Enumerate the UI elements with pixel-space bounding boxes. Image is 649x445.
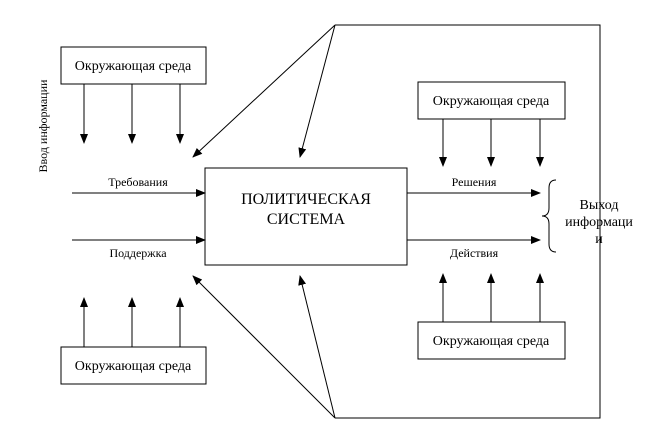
environment-box-bottom-left [60, 346, 207, 385]
output-label-line2: информаци [565, 215, 633, 230]
environment-box-top-left [60, 46, 207, 85]
decisions-label: Решения [452, 175, 497, 189]
feedback-arrow-bottom-center [298, 275, 336, 419]
system-title-line1: ПОЛИТИЧЕСКАЯ [241, 191, 371, 208]
environment-label-top-right: Окружающая среда [433, 94, 550, 109]
feedback-arrow-top-center [298, 24, 336, 158]
environment-box-bottom-right [417, 321, 566, 360]
environment-label-bottom-right: Окружающая среда [433, 334, 550, 349]
demands-label: Требования [108, 175, 168, 189]
environment-label-top-left: Окружающая среда [75, 59, 192, 74]
political-system-box [204, 167, 408, 266]
output-brace [541, 179, 557, 253]
output-label-line3: и [595, 232, 603, 247]
input-label: Ввод информации [36, 79, 50, 172]
feedback-loop-line [335, 24, 601, 419]
support-label: Поддержка [109, 246, 167, 260]
feedback-arrow-top-left [192, 24, 336, 158]
feedback-arrow-bottom-left [192, 275, 336, 419]
output-label-line1: Выход [580, 198, 619, 213]
environment-box-top-right [417, 81, 566, 120]
actions-label: Действия [450, 246, 499, 260]
system-title-line2: СИСТЕМА [267, 211, 346, 228]
environment-label-bottom-left: Окружающая среда [75, 359, 192, 374]
